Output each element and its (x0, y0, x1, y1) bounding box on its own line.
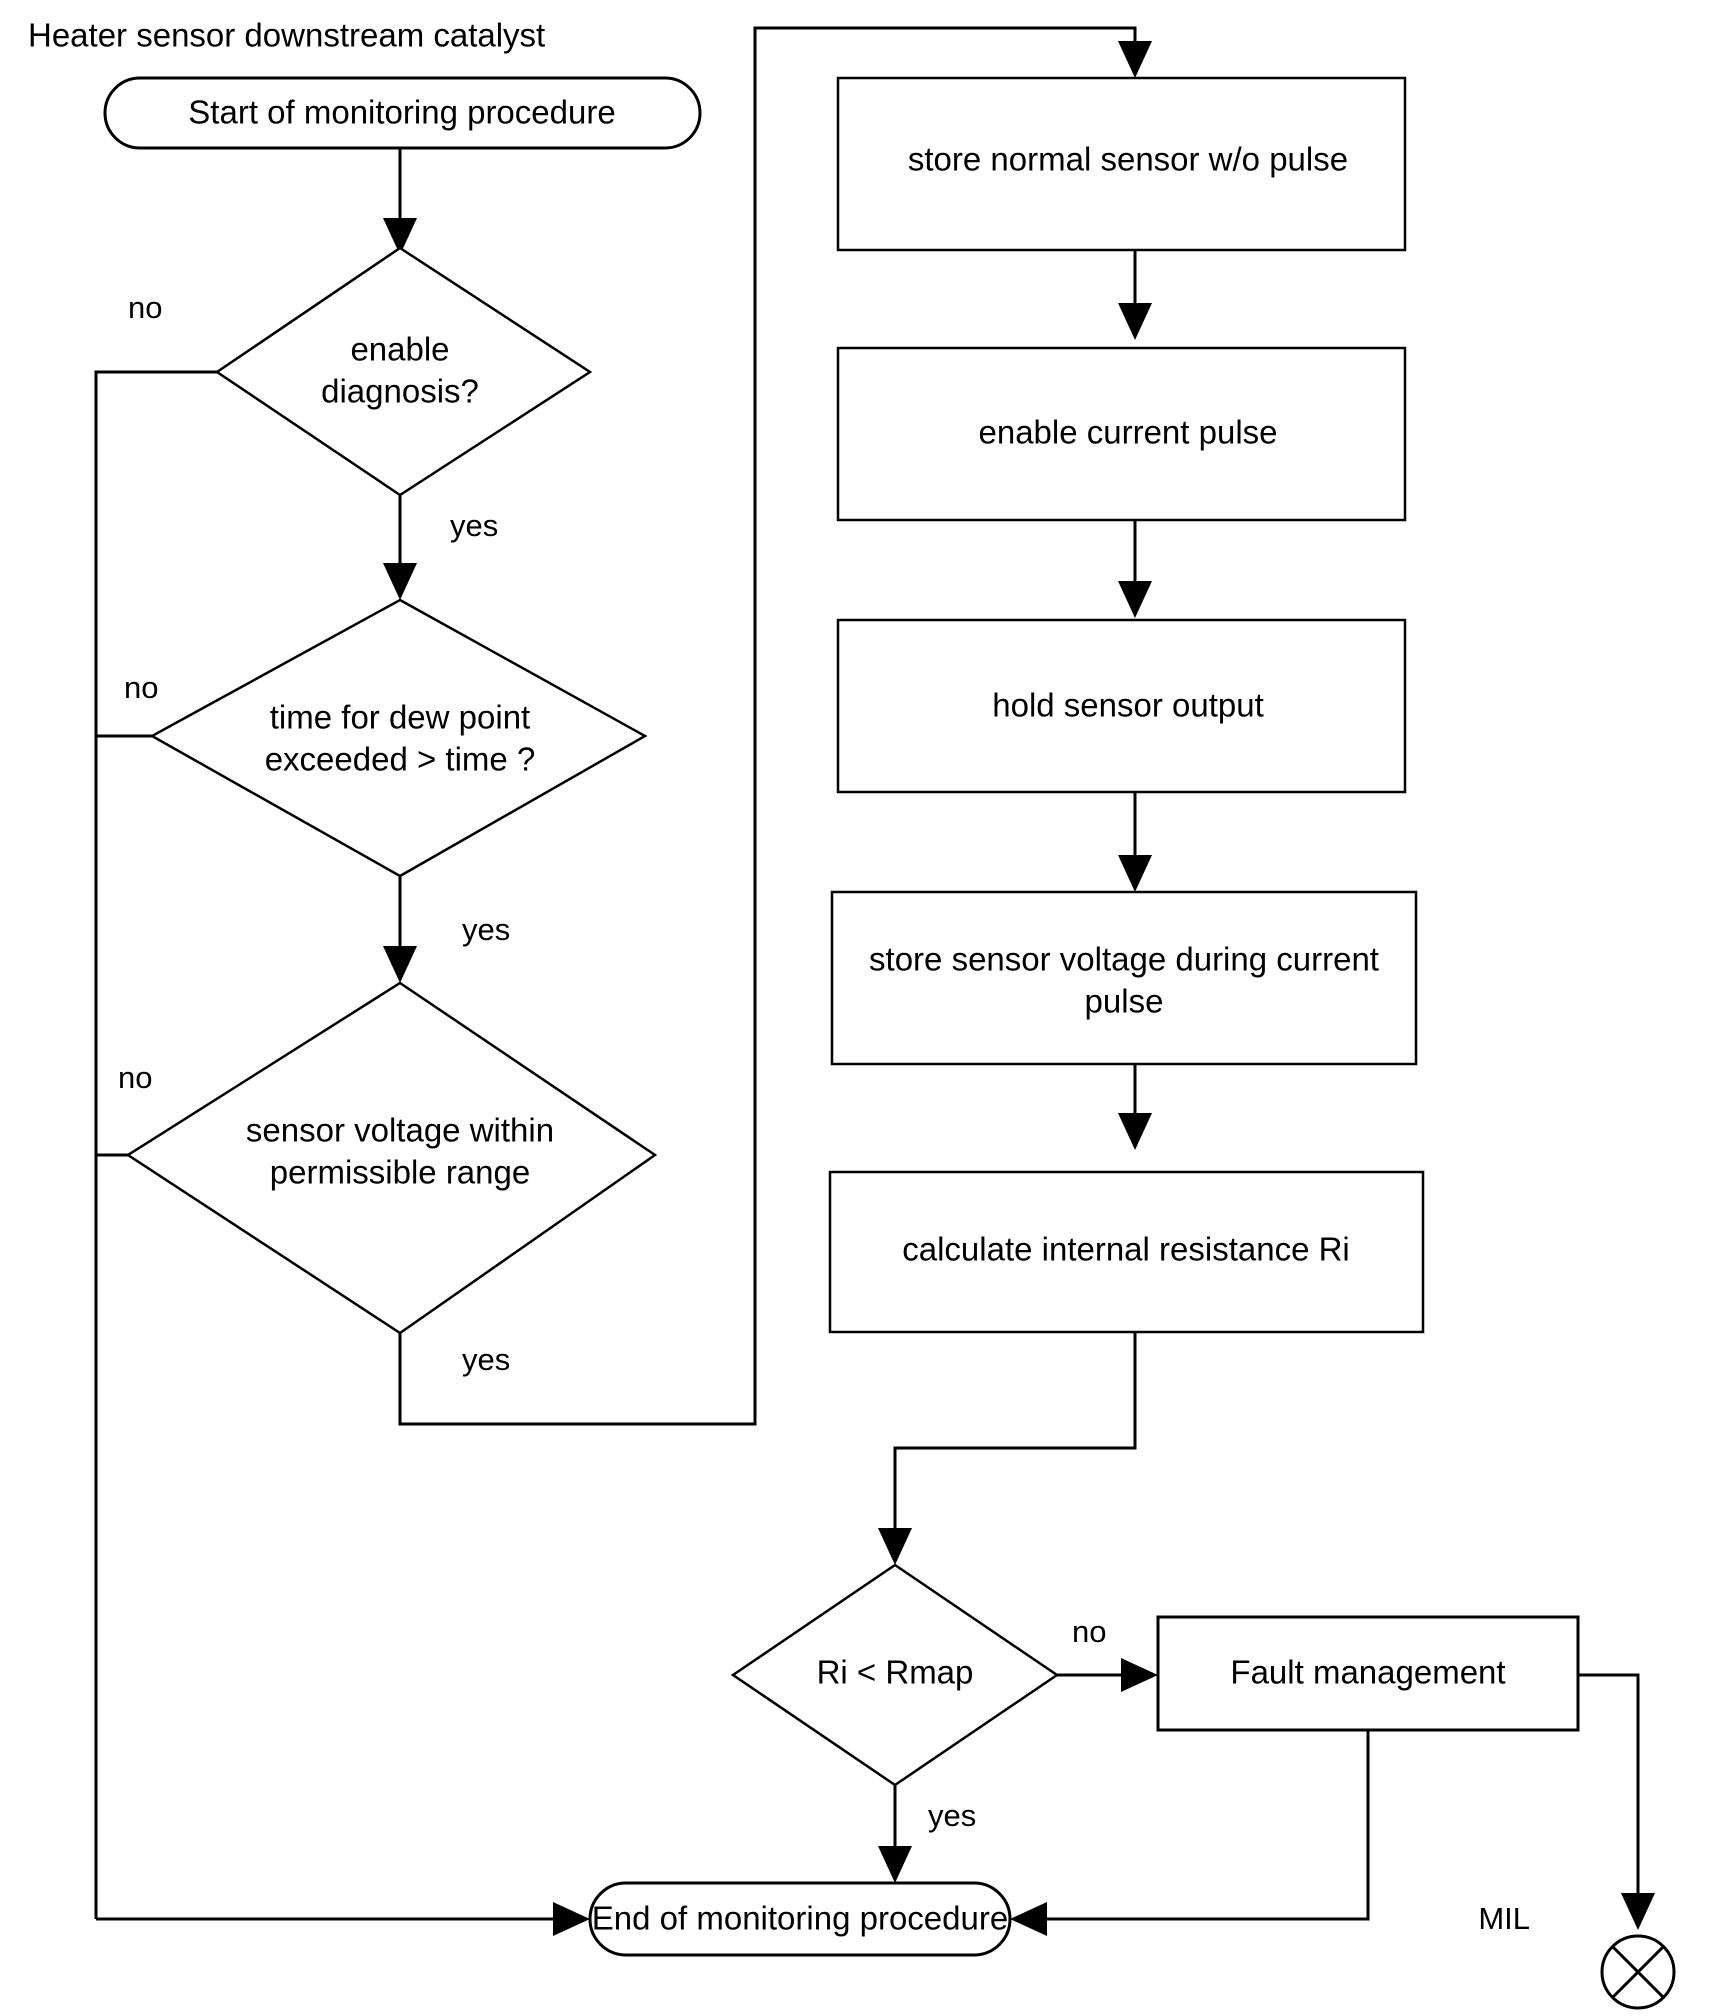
node-decision-enable-diagnosis-label-line1: enable (350, 331, 449, 368)
node-process-fault-management[interactable] (1156, 1615, 1580, 1732)
arrowhead-dewpoint-yes (383, 946, 417, 983)
edge-enable-diagnosis-no (94, 370, 217, 1919)
node-process-store-sensor-voltage-label-line2: pulse (1085, 983, 1164, 1020)
edge-label-decision-ri-yes: yes (928, 1798, 976, 1833)
node-process-fault-management-label: Fault management (1230, 1654, 1505, 1691)
node-process-hold-sensor-output-label: hold sensor output (992, 687, 1264, 724)
edge-p5-to-decision-ri (893, 1330, 1137, 1542)
edge-label-enable-diagnosis-no: no (128, 290, 162, 325)
node-decision-sensor-voltage-label-line1: sensor voltage within (246, 1112, 554, 1149)
node-process-calculate-ri[interactable] (828, 1170, 1425, 1334)
arrowhead-start-to-enable-diagnosis (383, 218, 417, 255)
edge-label-dewpoint-no: no (124, 670, 158, 705)
node-start-label: Start of monitoring procedure (188, 94, 615, 131)
node-decision-sensor-voltage-label-line2: permissible range (270, 1154, 530, 1191)
edge-fault-to-mil (1578, 1673, 1640, 1908)
mil-label: MIL (1478, 1901, 1530, 1936)
arrowhead-p1-to-p2 (1118, 303, 1152, 340)
diagram-title: Heater sensor downstream catalyst (28, 17, 545, 54)
arrowhead-into-decision-ri (878, 1528, 912, 1565)
node-decision-dewpoint-label-line2: exceeded > time ? (265, 741, 536, 778)
arrowhead-p2-to-p3 (1118, 581, 1152, 618)
arrowhead-leftrail-to-end (553, 1902, 590, 1936)
node-end-terminator[interactable] (588, 1881, 1012, 1957)
node-process-enable-current-pulse-label: enable current pulse (978, 414, 1277, 451)
node-decision-enable-diagnosis[interactable] (214, 246, 593, 497)
edge-label-decision-ri-no: no (1072, 1614, 1106, 1649)
edge-label-dewpoint-yes: yes (462, 912, 510, 947)
edge-label-enable-diagnosis-yes: yes (450, 508, 498, 543)
node-process-hold-sensor-output[interactable] (836, 618, 1407, 794)
edge-sensorvoltage-yes (398, 26, 1137, 1426)
node-process-store-normal-sensor-label: store normal sensor w/o pulse (908, 141, 1348, 178)
arrowhead-fault-to-mil (1621, 1893, 1655, 1930)
node-decision-dewpoint[interactable] (149, 598, 648, 878)
node-process-store-sensor-voltage-label-line1: store sensor voltage during current (869, 941, 1379, 978)
node-decision-enable-diagnosis-label-line2: diagnosis? (321, 373, 479, 410)
node-end-label: End of monitoring procedure (592, 1900, 1008, 1937)
arrowhead-enable-diagnosis-yes (383, 563, 417, 600)
arrowhead-decision-ri-no (1121, 1658, 1158, 1692)
node-process-calculate-ri-label: calculate internal resistance Ri (902, 1231, 1350, 1268)
arrowhead-p4-to-p5 (1118, 1113, 1152, 1150)
arrowhead-decision-ri-yes (878, 1846, 912, 1883)
node-start-terminator[interactable] (103, 76, 702, 150)
mil-indicator-x-icon (1611, 1945, 1665, 1999)
node-process-store-normal-sensor[interactable] (836, 76, 1407, 252)
arrowhead-into-store-normal-sensor (1118, 41, 1152, 78)
arrowhead-fault-to-end (1010, 1902, 1047, 1936)
node-process-enable-current-pulse[interactable] (836, 346, 1407, 522)
node-decision-sensor-voltage[interactable] (125, 981, 658, 1335)
edge-fault-to-end (1033, 1730, 1370, 1921)
node-process-store-sensor-voltage[interactable] (830, 890, 1418, 1066)
edge-label-sensorvoltage-no: no (118, 1060, 152, 1095)
node-decision-dewpoint-label-line1: time for dew point (270, 699, 530, 736)
edge-label-sensorvoltage-yes: yes (462, 1342, 510, 1377)
node-decision-ri-rmap-label: Ri < Rmap (817, 1654, 974, 1691)
arrowhead-p3-to-p4 (1118, 855, 1152, 892)
node-decision-ri-rmap[interactable] (730, 1563, 1060, 1787)
